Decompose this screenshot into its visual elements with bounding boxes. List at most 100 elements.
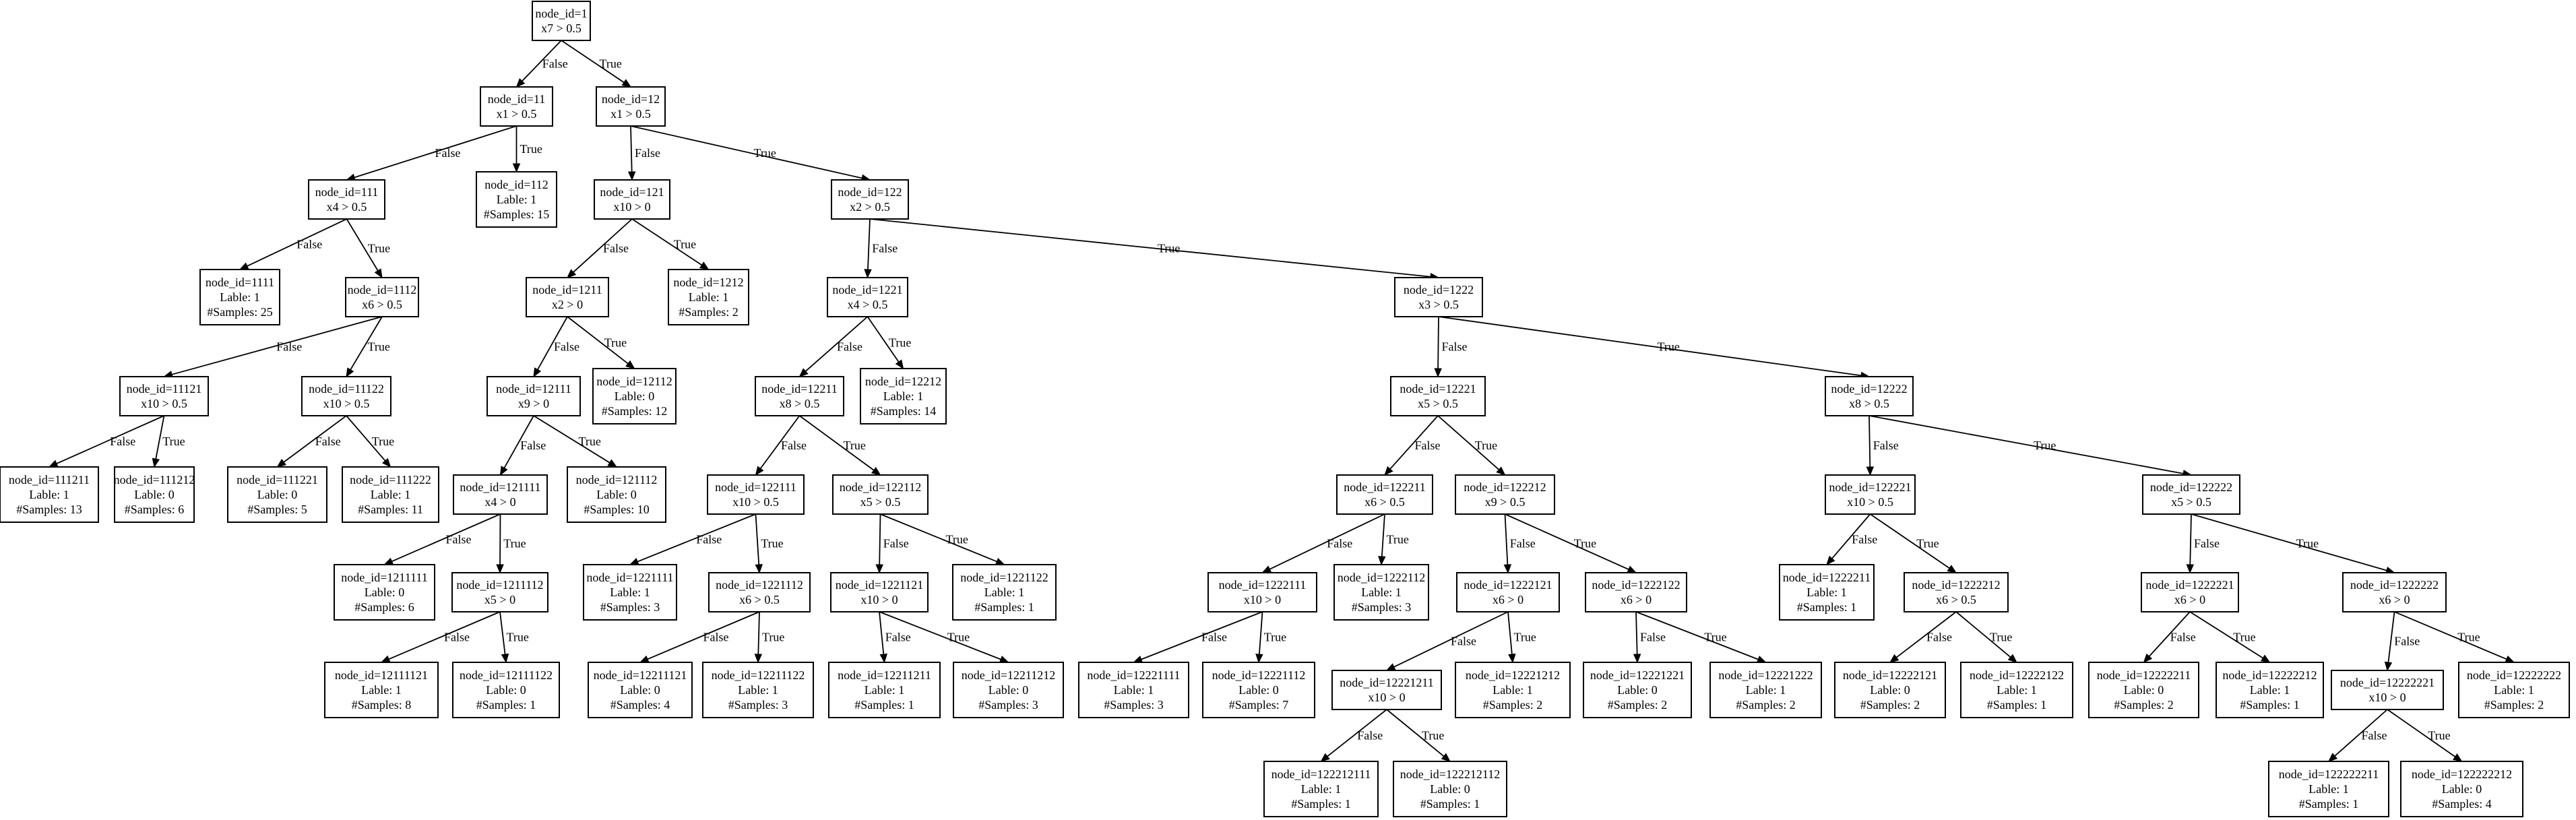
node-id-label: node_id=1222222 <box>2350 578 2439 592</box>
edge-122221-1222211: False <box>1826 513 1877 565</box>
node-box <box>1779 564 1875 621</box>
edge-line <box>1386 709 1445 757</box>
node-box <box>702 662 814 718</box>
node-box <box>2216 662 2324 718</box>
arrowhead <box>2452 753 2463 762</box>
edge-line <box>630 125 633 172</box>
node-id-label: node_id=12221 <box>1400 382 1476 396</box>
edge-label-false: False <box>2362 729 2387 743</box>
node-split-condition: x10 > 0.5 <box>732 495 779 509</box>
edge-label-false: False <box>1451 635 1476 648</box>
node-samples-text: #Samples: 1 <box>974 600 1034 614</box>
arrowhead <box>1261 565 1272 573</box>
node-label-text: Lable: 0 <box>1870 683 1910 697</box>
node-id-label: node_id=12221211 <box>1340 676 1433 689</box>
edge-1222111-12221112: True <box>1255 611 1286 664</box>
edge-1-11: False <box>515 40 568 88</box>
node-label-text: Lable: 1 <box>865 683 904 697</box>
node-box <box>668 269 749 325</box>
node-id-label: node_id=12211 <box>761 382 837 396</box>
edge-label-true: True <box>507 631 529 644</box>
node-box <box>1336 474 1433 515</box>
arrowhead <box>1826 555 1835 565</box>
node-label-text: Lable: 1 <box>497 193 536 206</box>
edge-line <box>759 415 800 469</box>
edge-label-true: True <box>1916 537 1939 550</box>
arrowhead <box>629 558 639 565</box>
node-samples-text: #Samples: 11 <box>358 503 423 516</box>
node-id-label: node_id=12221221 <box>1590 668 1685 682</box>
edge-label-true: True <box>2233 631 2255 644</box>
node-box <box>860 368 947 424</box>
arrowhead <box>1947 565 1957 573</box>
edge-1222222-12222221: False <box>2384 611 2420 672</box>
edge-line <box>1327 709 1387 757</box>
node-id-label: node_id=1211111 <box>341 571 427 584</box>
node-samples-text: #Samples: 8 <box>352 698 412 712</box>
edge-1222222-12222222: True <box>2394 611 2515 663</box>
edge-label-false: False <box>781 439 807 452</box>
node-split-condition: x5 > 0.5 <box>2171 495 2211 509</box>
node-samples-text: #Samples: 2 <box>1608 698 1668 712</box>
node-id-label: node_id=1222112 <box>1338 571 1425 584</box>
node-split-condition: x2 > 0 <box>552 298 583 311</box>
edge-label-true: True <box>761 537 783 550</box>
edge-12-122: True <box>630 125 871 182</box>
node-box <box>827 277 908 317</box>
node-id-label: node_id=122112 <box>840 480 921 494</box>
node-box <box>1960 662 2073 718</box>
node-box <box>2141 572 2239 612</box>
node-box <box>594 179 670 220</box>
arrowhead <box>2186 564 2195 574</box>
node-split-condition: x4 > 0.5 <box>848 298 888 311</box>
node-box <box>2458 662 2570 718</box>
node-label-text: Lable: 1 <box>883 389 923 403</box>
node-id-label: node_id=111222 <box>350 473 431 486</box>
node-label-text: Lable: 1 <box>2308 782 2348 796</box>
node-label-text: Lable: 1 <box>1493 683 1532 697</box>
node-box <box>592 368 677 424</box>
edge-122211-1222111: False <box>1261 513 1385 573</box>
arrowhead <box>625 360 635 369</box>
node-box <box>583 564 677 621</box>
edge-label-true: True <box>600 57 622 71</box>
edge-line <box>1269 513 1385 570</box>
node-split-condition: x5 > 0.5 <box>860 495 901 509</box>
arrowhead <box>798 368 809 377</box>
node-split-condition: x6 > 0.5 <box>1364 495 1405 509</box>
arrowhead <box>152 458 160 468</box>
edge-line <box>537 316 568 370</box>
edge-line <box>1868 415 1871 468</box>
node-id-label: node_id=12222222 <box>2467 668 2561 682</box>
node-split-condition: x6 > 0 <box>2174 593 2205 606</box>
node-samples-text: #Samples: 3 <box>600 600 660 614</box>
edge-line <box>2189 513 2192 565</box>
node-id-label: node_id=1221121 <box>836 578 923 592</box>
edge-12111-121112: True <box>533 415 618 468</box>
node-samples-text: #Samples: 2 <box>1483 698 1543 712</box>
node-samples-text: #Samples: 4 <box>610 698 670 712</box>
node-box <box>831 179 909 220</box>
node-box <box>830 572 929 612</box>
node-label-text: Lable: 1 <box>1997 683 2036 697</box>
node-id-label: node_id=121 <box>600 185 664 199</box>
edge-label-false: False <box>703 631 729 644</box>
node-id-label: node_id=1222122 <box>1592 578 1680 592</box>
node-split-condition: x3 > 0.5 <box>1418 298 1459 311</box>
edge-line <box>2387 611 2395 663</box>
edge-label-false: False <box>1640 631 1666 644</box>
edge-line <box>522 40 562 82</box>
edge-line <box>879 513 881 565</box>
node-label-text: Lable: 1 <box>220 290 259 304</box>
